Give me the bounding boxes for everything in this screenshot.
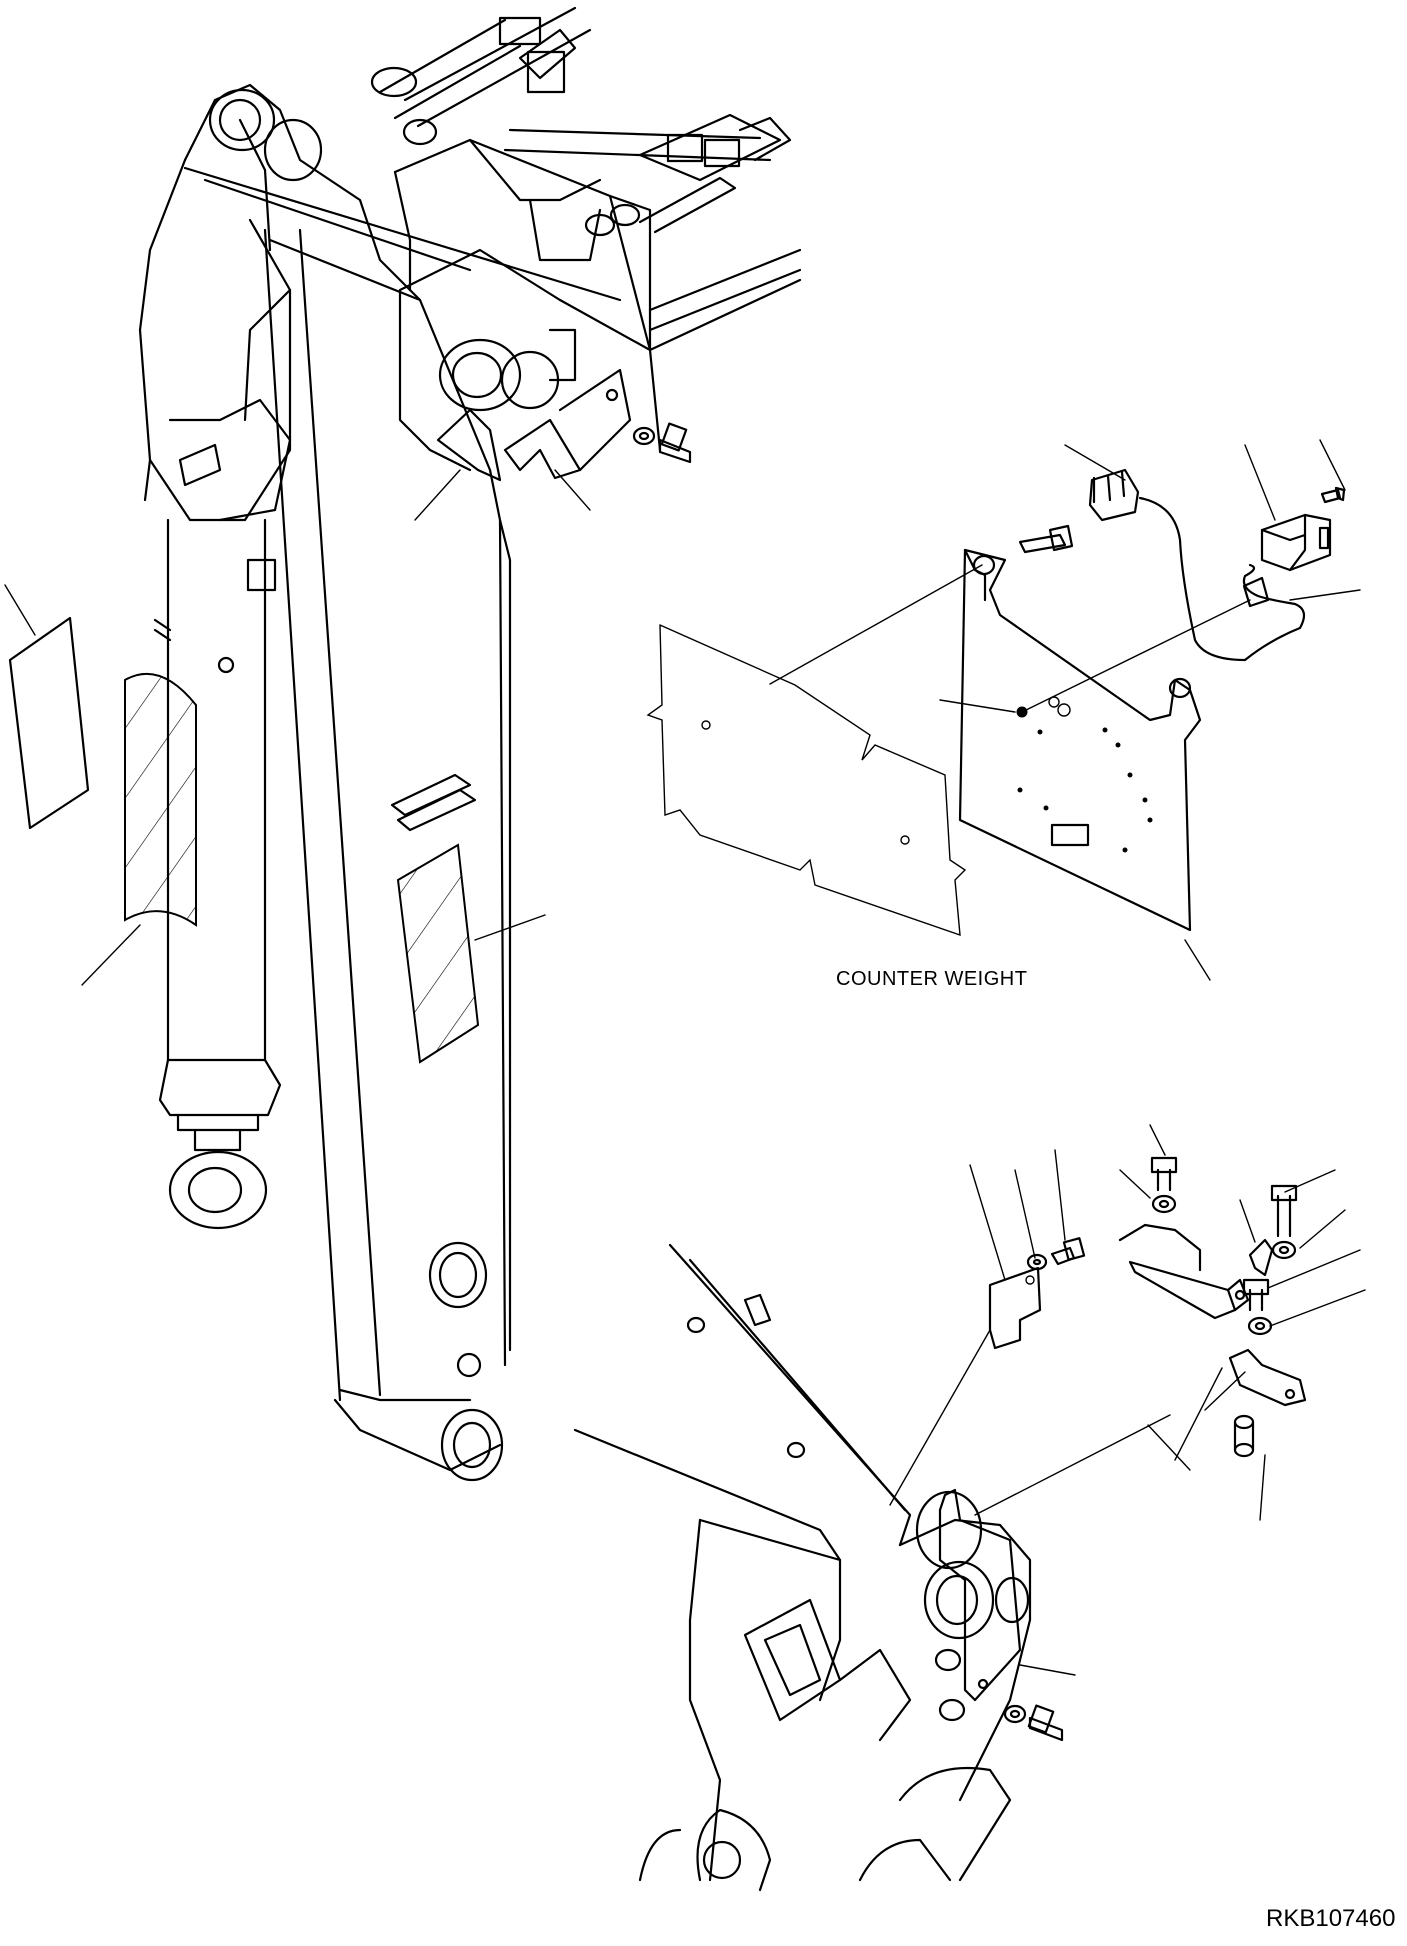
camera-screw <box>1320 486 1346 504</box>
leader-lines <box>4 439 1366 1676</box>
bracket-bolt <box>1018 524 1074 554</box>
projection-lines-bottom <box>889 1329 1171 1516</box>
hose-clamp-assembly-top <box>370 6 792 237</box>
bolt-small <box>1050 1237 1086 1266</box>
camera-harness <box>1088 468 1306 662</box>
lever-bolt-3 <box>1242 1278 1270 1312</box>
lever-washer-1 <box>1151 1194 1177 1214</box>
spacer-collar <box>1233 1414 1255 1458</box>
lever-latch <box>1248 1238 1274 1277</box>
bolt-top <box>658 422 692 464</box>
washer-top <box>632 426 656 446</box>
small-bracket <box>988 1266 1042 1350</box>
camera-bracket-plate <box>958 548 1202 932</box>
counterweight-outline <box>646 624 967 937</box>
lever-plate <box>1118 1223 1250 1320</box>
latch-plate <box>1228 1348 1307 1407</box>
boom-upper-structure <box>393 138 802 472</box>
bracket-bottom-large <box>938 1488 1030 1702</box>
bracket-top <box>436 368 632 482</box>
drawing-number: RKB107460 <box>1266 1905 1396 1932</box>
boom <box>138 83 622 1482</box>
camera <box>1260 513 1332 572</box>
counterweight-label: COUNTER WEIGHT <box>836 968 1028 990</box>
lever-washer-3 <box>1247 1316 1273 1336</box>
cylinder-decal-hatched <box>124 672 197 927</box>
washer-bottom <box>1003 1704 1027 1724</box>
boom-cylinder <box>153 398 292 1230</box>
projection-lines-cw <box>769 564 1251 713</box>
lever-bolt-1 <box>1150 1156 1178 1192</box>
washer-small <box>1026 1253 1048 1271</box>
plain-decal-left <box>8 616 90 830</box>
boom-decal-hatched <box>396 843 480 1064</box>
lever-bolt-2 <box>1270 1184 1298 1238</box>
lever-washer-2 <box>1271 1240 1297 1260</box>
bolt-bottom <box>1027 1704 1064 1742</box>
boom-foot-detail <box>573 1243 1032 1892</box>
